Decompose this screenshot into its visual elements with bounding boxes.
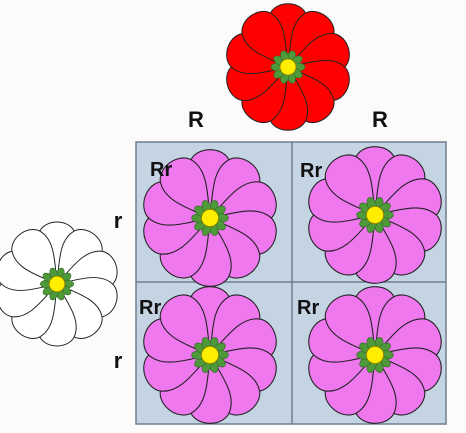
left-allele-1: r bbox=[114, 208, 123, 233]
white-flower-icon bbox=[0, 221, 123, 347]
cell-genotype-label: Rr bbox=[150, 159, 172, 181]
pink-flower-icon bbox=[137, 149, 283, 287]
pink-flower-icon bbox=[302, 286, 448, 424]
cell-genotype-label: Rr bbox=[300, 160, 322, 182]
flower-center bbox=[200, 208, 220, 228]
left-allele-2: r bbox=[114, 348, 123, 373]
cell-genotype-label: Rr bbox=[297, 297, 319, 319]
top-allele-2: R bbox=[372, 107, 388, 132]
pink-flower-icon bbox=[302, 146, 448, 284]
flower-center bbox=[279, 58, 297, 76]
top-allele-1: R bbox=[188, 107, 204, 132]
flower-center bbox=[365, 345, 385, 365]
cell-genotype-label: Rr bbox=[139, 297, 161, 319]
flower-center bbox=[48, 275, 66, 293]
red-flower-icon bbox=[221, 3, 355, 131]
pink-flower-icon bbox=[137, 286, 283, 424]
flower-center bbox=[200, 345, 220, 365]
flower-center bbox=[365, 205, 385, 225]
